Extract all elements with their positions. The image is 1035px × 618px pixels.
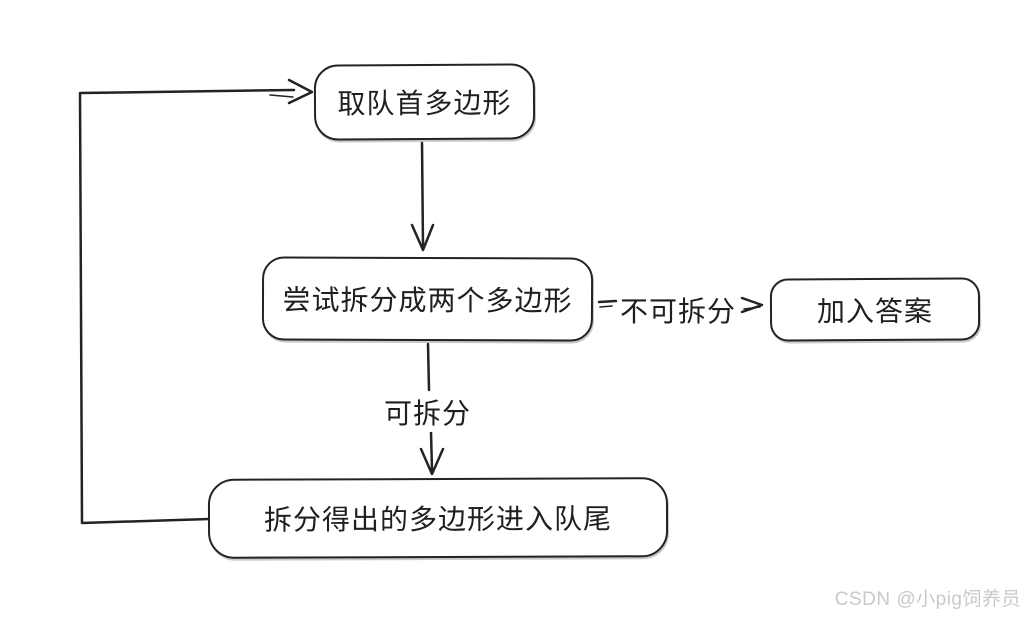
node-take-front-label: 取队首多边形: [337, 87, 512, 120]
edge-try-split-to-enqueue-lower: [429, 430, 434, 472]
node-add-to-answer: 加入答案: [769, 277, 981, 342]
edge-take-front-to-try-split: [420, 141, 425, 248]
edge-sketch-double-stroke: [599, 305, 613, 308]
node-take-front-polygon: 取队首多边形: [313, 63, 536, 141]
arrowhead-into-enqueue: [419, 447, 445, 476]
edge-label-can-split: 可拆分: [384, 392, 472, 432]
edge-try-split-to-enqueue-upper: [426, 342, 431, 392]
edge-enqueue-to-take-front: [78, 88, 296, 525]
edge-label-cannot-split: 不可拆分: [620, 290, 737, 330]
edge-try-split-to-add-answer-tail: [597, 299, 618, 304]
node-enqueue-label: 拆分得出的多边形进入队尾: [263, 503, 613, 536]
arrowhead-into-add-answer: [740, 296, 764, 314]
node-add-answer-label: 加入答案: [816, 295, 934, 327]
arrowhead-into-try-split: [410, 223, 435, 252]
arrowhead-sketch-stroke-2: [743, 306, 761, 310]
node-try-split-label: 尝试拆分成两个多边形: [282, 284, 573, 317]
node-try-split-into-two: 尝试拆分成两个多边形: [261, 256, 594, 342]
arrowhead-sketch-stroke: [269, 94, 294, 98]
csdn-watermark: CSDN @小pig饲养员: [834, 589, 1021, 610]
arrowhead-into-take-front: [287, 78, 314, 105]
node-enqueue-split-polygons: 拆分得出的多边形进入队尾: [207, 477, 669, 559]
